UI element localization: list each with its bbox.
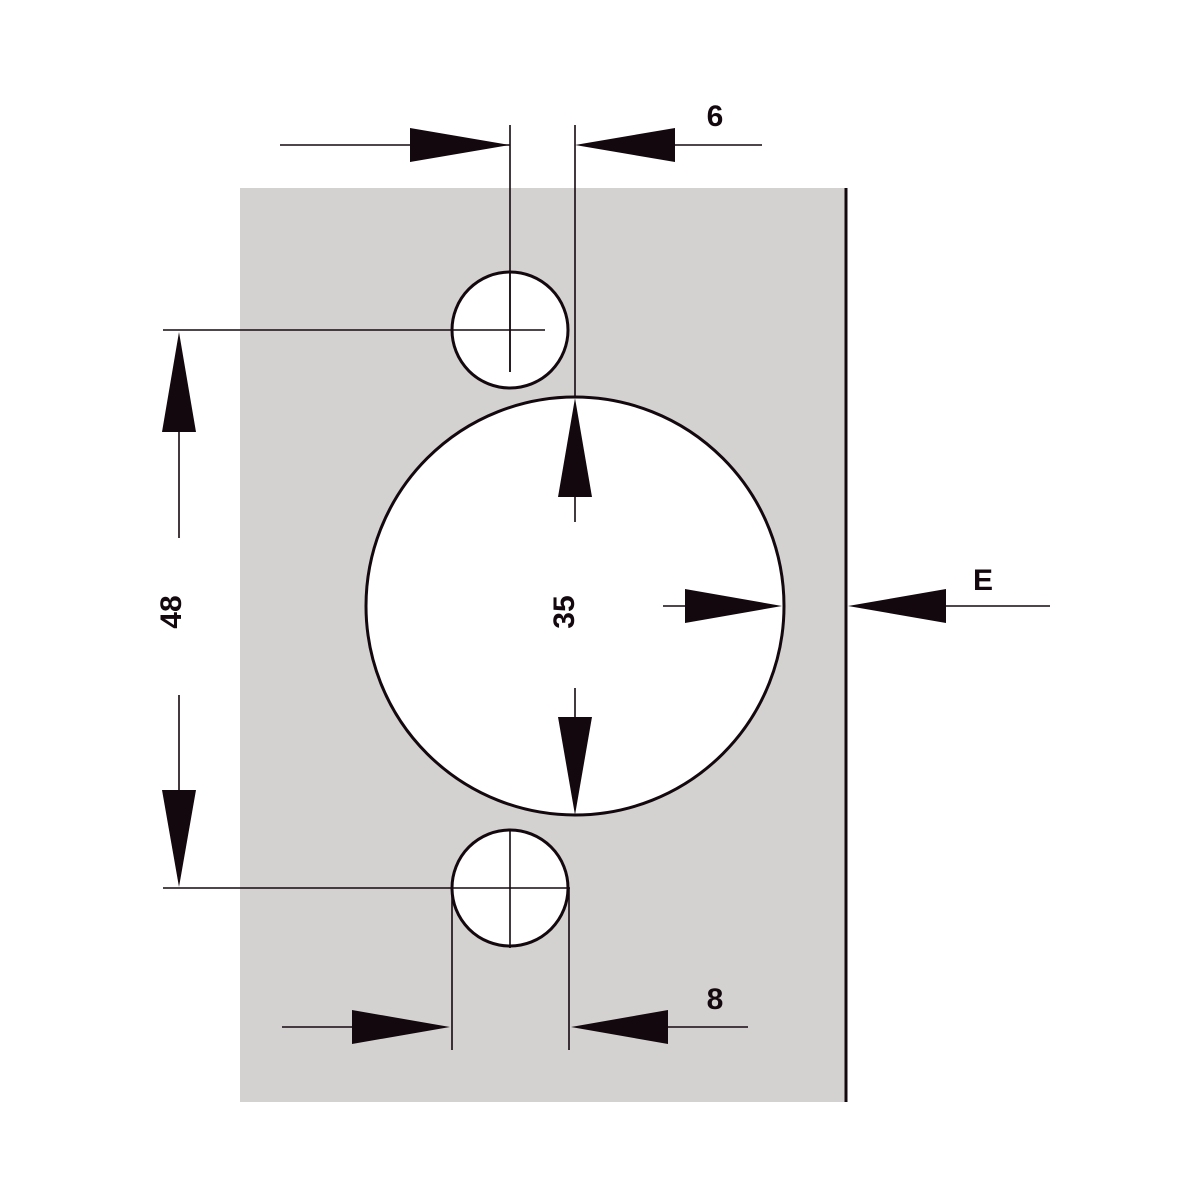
arrow-left-icon bbox=[571, 1010, 668, 1044]
dim-label-E: E bbox=[973, 564, 993, 597]
arrow-right-icon bbox=[685, 589, 782, 623]
arrow-up-icon bbox=[558, 398, 592, 497]
dimension-48: 48 bbox=[155, 329, 570, 948]
arrow-down-icon bbox=[558, 717, 592, 815]
arrow-left-icon bbox=[848, 589, 946, 623]
dim-label-8: 8 bbox=[707, 983, 724, 1016]
dim-label-35: 35 bbox=[548, 595, 581, 628]
dimension-8: 8 bbox=[282, 888, 748, 1050]
dimension-E: E bbox=[663, 564, 1050, 623]
dimension-35: 35 bbox=[548, 398, 592, 815]
arrow-down-icon bbox=[162, 790, 196, 887]
arrow-right-icon bbox=[410, 128, 510, 162]
arrow-left-icon bbox=[575, 128, 675, 162]
arrow-up-icon bbox=[162, 332, 196, 432]
dim-label-48: 48 bbox=[155, 595, 188, 628]
arrow-right-icon bbox=[352, 1010, 450, 1044]
dim-label-6: 6 bbox=[707, 100, 724, 133]
dimension-6: 6 bbox=[280, 100, 762, 397]
